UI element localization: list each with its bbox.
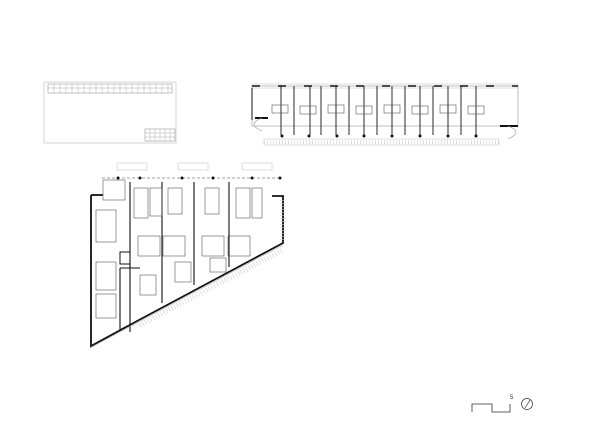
north-arrow-icon <box>521 398 533 410</box>
triangular-block-plan <box>89 162 286 349</box>
roof-plan <box>43 81 177 144</box>
scale-bar <box>471 403 511 413</box>
scale-label: 5 <box>510 395 514 401</box>
row-house-plan <box>251 83 519 146</box>
